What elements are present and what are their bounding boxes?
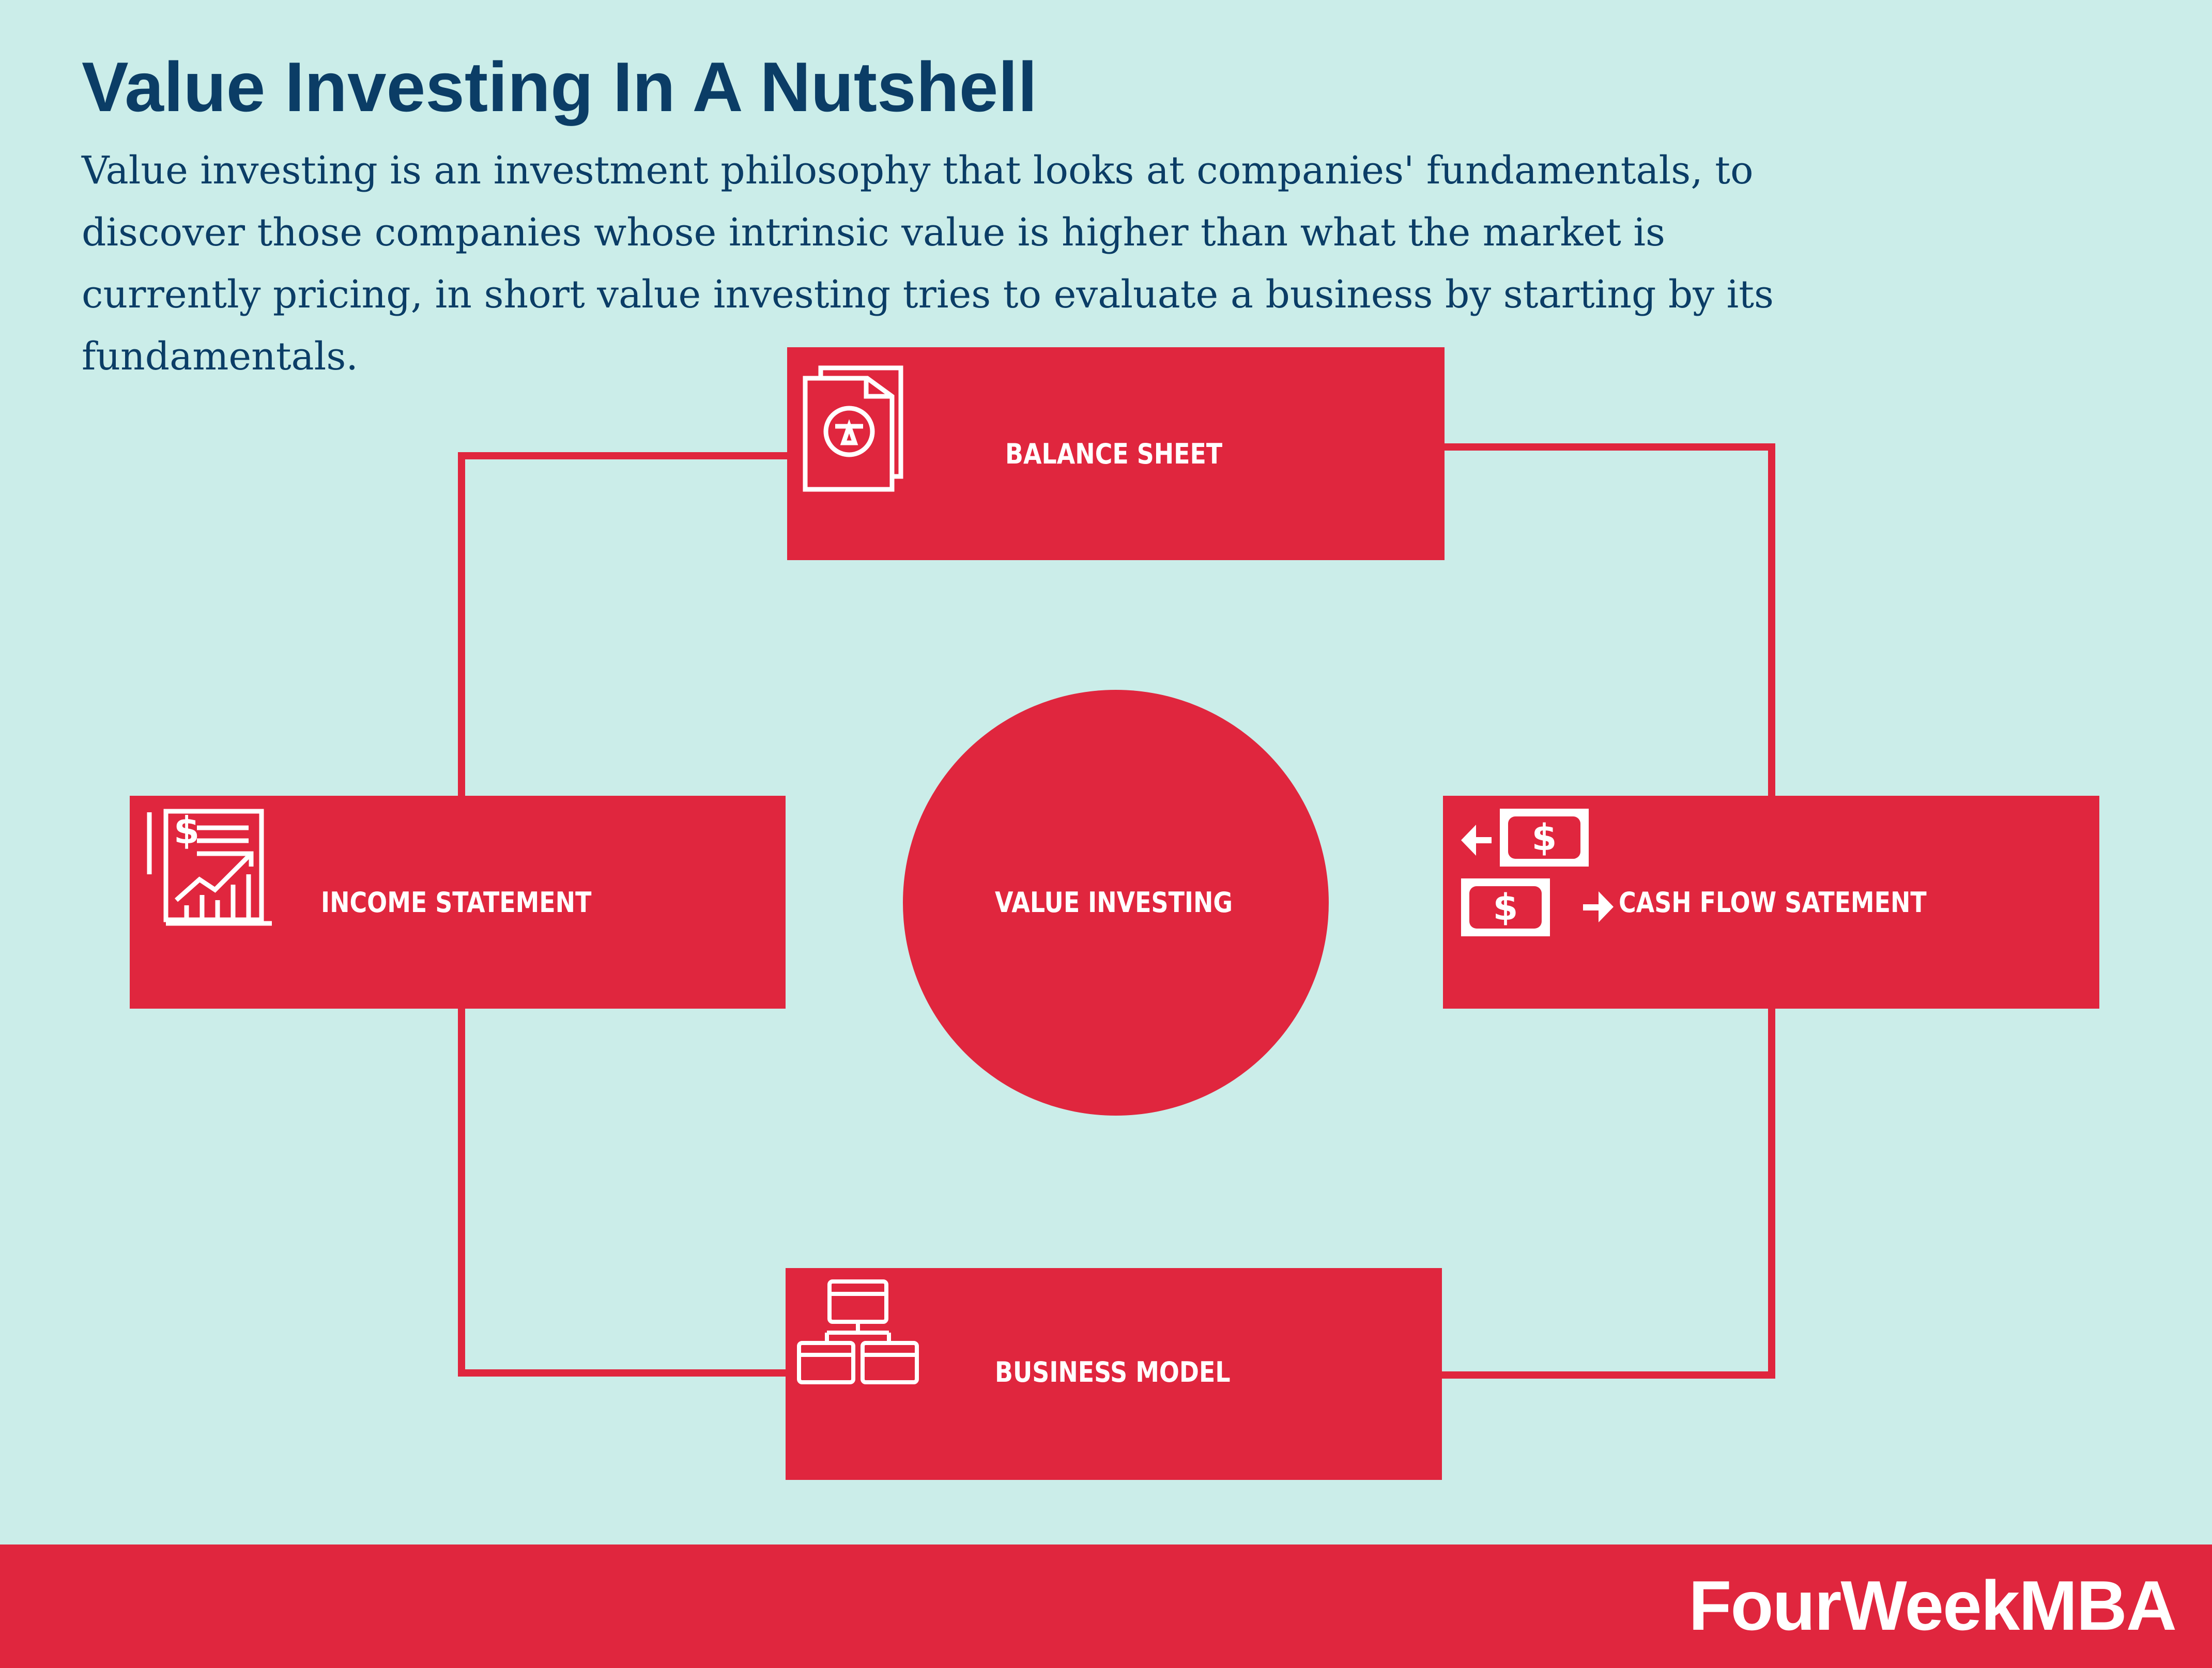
svg-text:$: $: [1532, 816, 1557, 859]
income-statement-icon: $: [147, 809, 272, 926]
footer-bar: FourWeekMBA: [0, 1545, 2212, 1668]
income-statement-label: INCOME STATEMENT: [321, 886, 592, 919]
page-description: Value investing is an investment philoso…: [82, 148, 1774, 379]
balance-sheet-label: BALANCE SHEET: [1005, 438, 1223, 470]
connector-top-left-h: [458, 452, 789, 459]
business-model-node: BUSINESS MODEL: [786, 1268, 1442, 1480]
svg-text:$: $: [174, 809, 199, 852]
cash-flow-node: $ $ CASH FLOW SATEMENT: [1443, 796, 2099, 1009]
svg-text:$: $: [1493, 886, 1518, 929]
connector-top-right-h: [1442, 443, 1775, 451]
business-model-icon: [797, 1279, 919, 1384]
balance-sheet-node: BALANCE SHEET: [787, 347, 1445, 560]
cash-flow-label: CASH FLOW SATEMENT: [1619, 886, 1927, 919]
connector-bottom-left-h: [458, 1369, 789, 1377]
connector-left-lower: [458, 1008, 465, 1376]
brand-logo: FourWeekMBA: [1688, 1566, 2177, 1645]
value-investing-center: VALUE INVESTING: [903, 690, 1329, 1116]
income-statement-node: $ INCOME STATEMENT: [130, 796, 786, 1009]
balance-sheet-icon: [803, 365, 903, 492]
connector-right-lower: [1768, 1008, 1775, 1379]
business-model-label: BUSINESS MODEL: [995, 1356, 1231, 1388]
center-label: VALUE INVESTING: [995, 886, 1233, 919]
connector-left-upper: [458, 452, 465, 798]
cash-flow-icon: $ $: [1461, 809, 1614, 936]
page-title: Value Investing In A Nutshell: [82, 48, 1037, 126]
connector-bottom-right-h: [1439, 1371, 1775, 1379]
connector-right-upper: [1768, 443, 1775, 798]
